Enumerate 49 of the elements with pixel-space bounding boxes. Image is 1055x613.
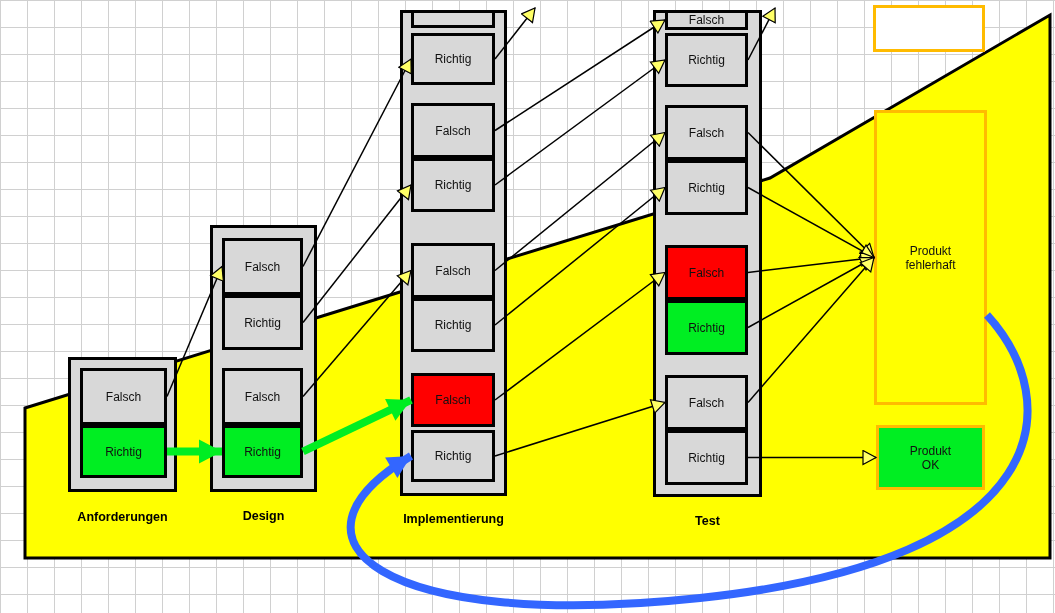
arrow [494, 399, 666, 457]
arrow [494, 131, 666, 272]
result-box: Richtig [80, 425, 167, 478]
result-box: Richtig [411, 298, 495, 352]
result-box: Richtig [665, 33, 748, 87]
result-box: Falsch [665, 375, 748, 430]
arrow [747, 256, 875, 329]
result-box: Richtig [222, 295, 303, 350]
arrow [494, 19, 666, 132]
result-box: Falsch [222, 368, 303, 425]
column-title: Anforderungen [77, 510, 168, 524]
arrow [747, 7, 776, 61]
arrow [494, 186, 666, 326]
arrow [166, 265, 224, 398]
arrow [494, 271, 666, 401]
arrow [747, 449, 877, 466]
result-box: Richtig [665, 160, 748, 215]
column-title: Implementierung [403, 512, 504, 526]
result-box: Falsch [665, 105, 748, 160]
empty-box [873, 5, 985, 52]
result-box: Richtig [411, 33, 495, 85]
result-box: Richtig [665, 430, 748, 485]
arrow [301, 396, 413, 456]
result-box: Falsch [665, 245, 748, 300]
result-box: Falsch [411, 103, 495, 158]
result-box: Falsch [411, 373, 495, 427]
result-box: Falsch [665, 10, 748, 30]
result-box: Richtig [411, 430, 495, 482]
arrow [167, 439, 222, 464]
arrow [302, 269, 412, 398]
arrow [494, 59, 666, 186]
result-box: Richtig [411, 158, 495, 212]
arrow [494, 7, 536, 60]
column-title: Design [242, 509, 285, 523]
outcome-box: Produkt fehlerhaft [874, 110, 987, 405]
arrow [747, 131, 875, 259]
result-box: Richtig [222, 425, 303, 478]
arrow [747, 186, 875, 259]
arrow [302, 58, 412, 268]
result-box: Falsch [411, 243, 495, 298]
result-box: Falsch [222, 238, 303, 295]
arrow [747, 251, 875, 274]
column-title: Test [695, 514, 720, 528]
empty-box [411, 10, 495, 28]
outcome-box: Produkt OK [876, 425, 985, 490]
arrow [347, 312, 1031, 610]
result-box: Falsch [80, 368, 167, 425]
arrow [747, 256, 875, 404]
result-box: Richtig [665, 300, 748, 355]
